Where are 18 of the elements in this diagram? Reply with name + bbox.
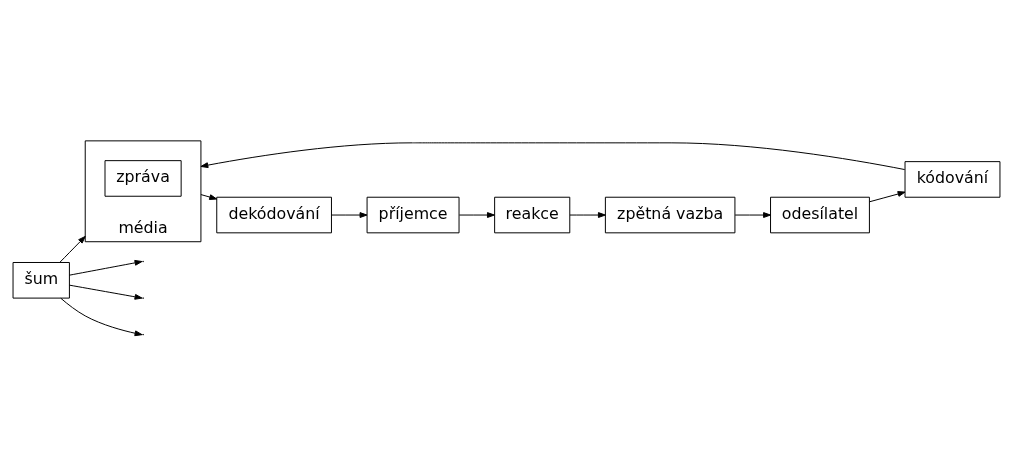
node-box: kódování <box>904 160 1001 198</box>
arrow <box>569 211 606 218</box>
node-box: zpráva <box>104 159 182 197</box>
node-box: dekódování <box>216 196 332 233</box>
arrow <box>60 297 143 336</box>
arrow <box>200 193 218 200</box>
node-box: zpětná vazba <box>604 196 736 233</box>
arrow <box>869 190 906 202</box>
node-box: šum <box>12 261 70 299</box>
arrow <box>69 284 143 300</box>
node-box: příjemce <box>366 196 460 233</box>
arrow <box>331 211 368 218</box>
arrow <box>59 235 86 263</box>
arrow <box>200 141 906 170</box>
node-box: odesílatel <box>770 196 870 233</box>
arrow <box>734 211 771 218</box>
arrow <box>458 211 495 218</box>
node-box: reakce <box>494 196 571 233</box>
